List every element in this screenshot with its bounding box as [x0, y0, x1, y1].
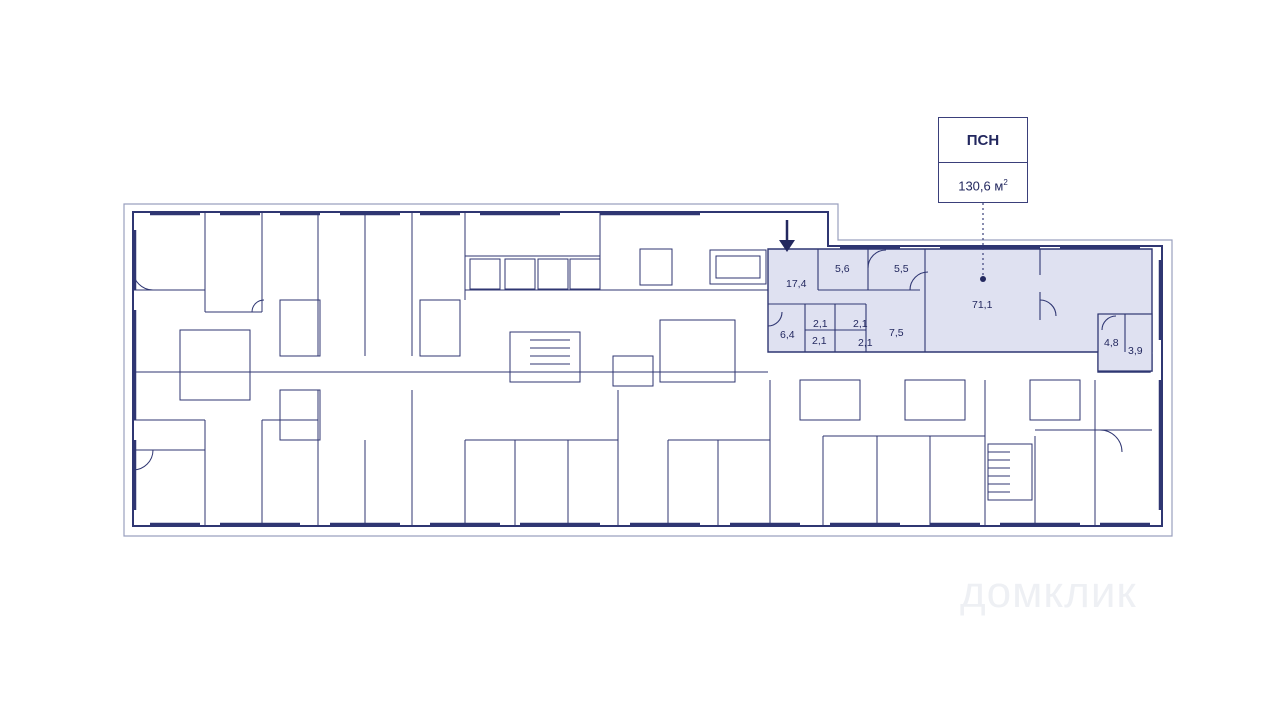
room-area-label: 4,8 — [1104, 337, 1119, 349]
entrance-arrow-icon — [779, 220, 795, 252]
room-area-label: 71,1 — [972, 299, 993, 311]
building-walls — [132, 211, 1163, 527]
room-area-label: 2,1 — [813, 318, 828, 330]
room-area-label: 2,1 — [812, 335, 827, 347]
commercial-unit-highlight[interactable] — [767, 248, 1153, 373]
unit-info-callout[interactable]: ПСН 130,6 м2 — [938, 117, 1028, 203]
room-area-label: 2,1 — [858, 337, 873, 349]
room-area-label: 2,1 — [853, 318, 868, 330]
unit-type-label: ПСН — [939, 118, 1027, 163]
area-marker-dot-icon — [980, 276, 986, 282]
room-area-label: 5,5 — [894, 263, 909, 275]
room-area-label: 17,4 — [786, 278, 807, 290]
room-area-label: 7,5 — [889, 327, 904, 339]
room-area-label: 5,6 — [835, 263, 850, 275]
room-area-label: 6,4 — [780, 329, 795, 341]
unit-partitions — [767, 249, 1126, 352]
unit-area-label: 130,6 м2 — [939, 163, 1027, 203]
unit-area-superscript: 2 — [1003, 178, 1008, 187]
unit-area-value: 130,6 м — [958, 178, 1004, 194]
room-area-label: 3,9 — [1128, 345, 1143, 357]
facade-windows — [133, 212, 1162, 526]
watermark-text: домклик — [960, 568, 1137, 617]
building-outline — [123, 203, 1173, 537]
floor-partitions — [132, 212, 1152, 526]
room-area-labels: 17,4 5,6 5,5 71,1 6,4 2,1 2,1 7,5 2,1 2,… — [780, 263, 1143, 357]
